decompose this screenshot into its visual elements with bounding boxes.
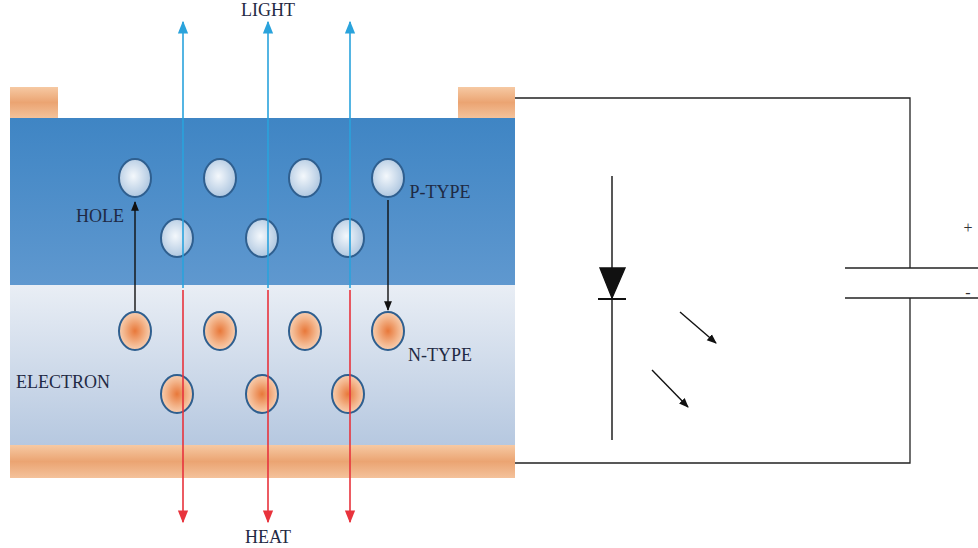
- hole-label: HOLE: [76, 207, 124, 225]
- hole-particle: [119, 159, 151, 197]
- top-left-electrode: [10, 87, 58, 118]
- hole-particle: [289, 159, 321, 197]
- electron-particle: [204, 312, 236, 350]
- heat-label: HEAT: [245, 528, 291, 546]
- layer-label: N-TYPE: [408, 346, 472, 364]
- light-arrows: [183, 22, 350, 288]
- electron-particle: [372, 312, 404, 350]
- circuit-wires: [515, 98, 978, 463]
- recombination-arrows: [135, 200, 388, 311]
- electron-particle: [119, 312, 151, 350]
- top-right-electrode: [458, 87, 515, 118]
- electron-particle: [161, 375, 193, 413]
- electron-particle: [332, 375, 364, 413]
- negative-terminal-sign: -: [965, 285, 970, 301]
- hole-particle: [246, 219, 278, 257]
- bottom-electrode: [10, 445, 515, 478]
- electron-label: ELECTRON: [16, 373, 110, 391]
- n-type-layer-box: N-TYPE: [10, 285, 515, 445]
- layer-label: P-TYPE: [409, 183, 470, 201]
- led-symbol: [598, 176, 716, 440]
- electron-particle: [246, 375, 278, 413]
- particles: [119, 159, 404, 413]
- electron-particle: [289, 312, 321, 350]
- hole-particle: [161, 219, 193, 257]
- n-type-layer: [10, 285, 515, 445]
- hole-particle: [372, 159, 404, 197]
- p-type-layer-box: P-TYPE: [10, 118, 515, 285]
- p-type-layer: [10, 118, 515, 285]
- hole-particle: [332, 219, 364, 257]
- heat-arrows: [183, 290, 350, 522]
- positive-terminal-sign: +: [963, 220, 972, 236]
- light-label: LIGHT: [241, 1, 295, 19]
- hole-particle: [204, 159, 236, 197]
